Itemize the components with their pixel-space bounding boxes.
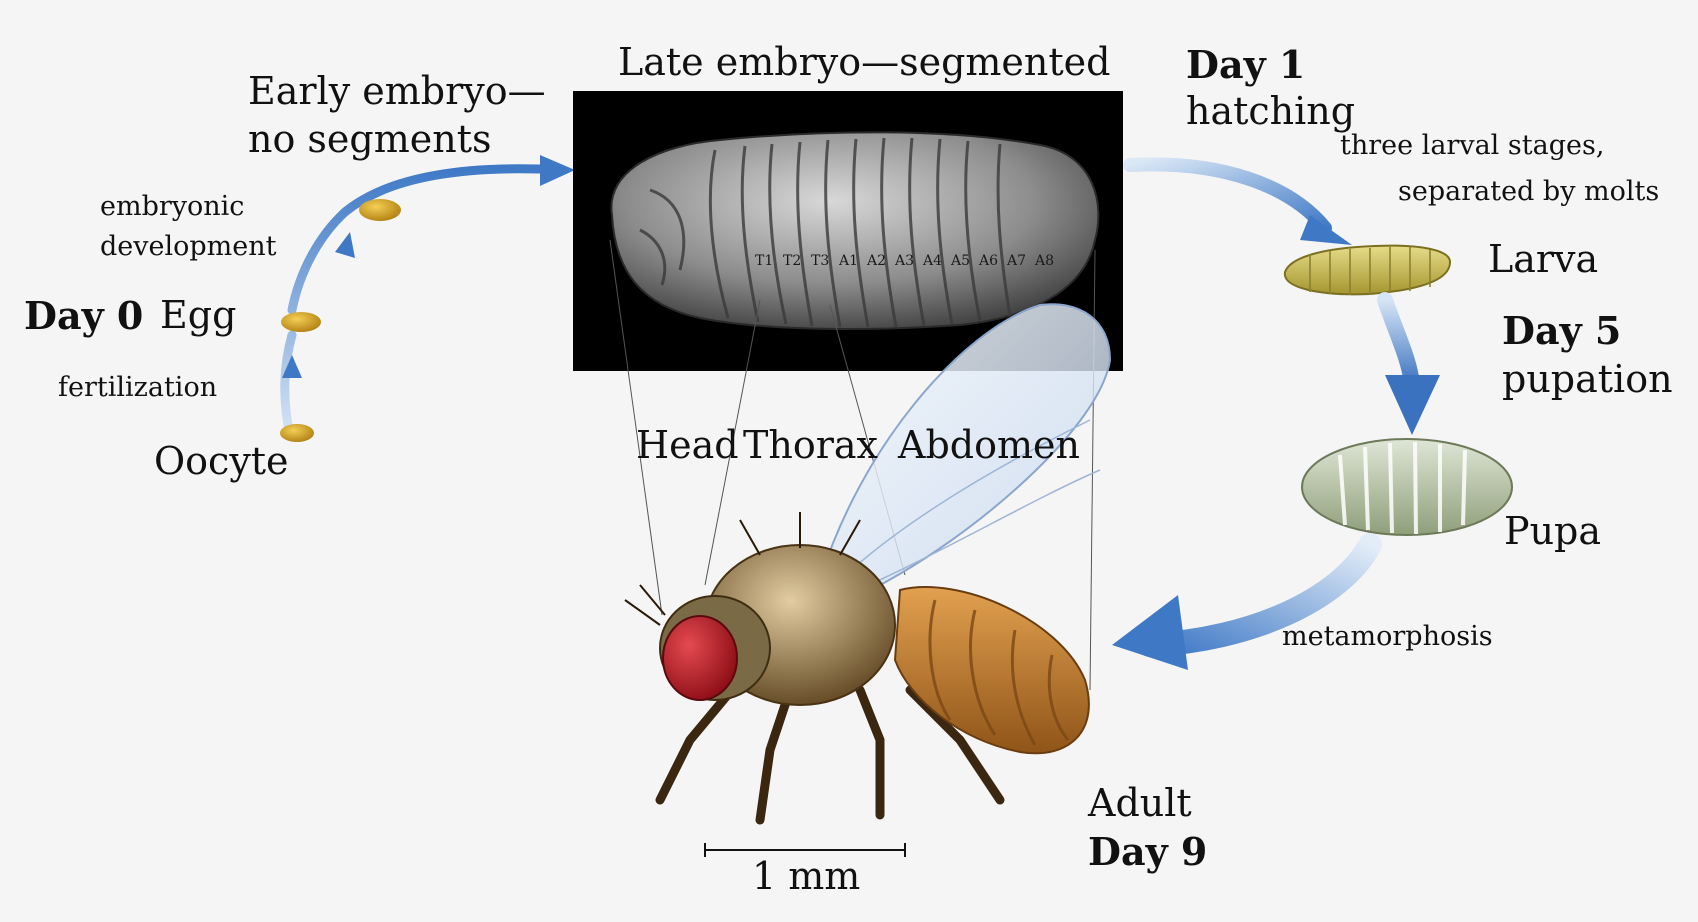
arrowhead-embryo xyxy=(540,155,575,186)
label-head: Head xyxy=(636,426,739,466)
hatching-arrow xyxy=(1130,164,1325,228)
label-day9: Day 9 xyxy=(1088,832,1207,872)
label-fertilization: fertilization xyxy=(58,374,217,402)
embryo-segment-label: A4 xyxy=(923,253,942,269)
adult-fly-icon xyxy=(625,304,1110,820)
label-abdomen: Abdomen xyxy=(898,426,1080,466)
label-metamorphosis: metamorphosis xyxy=(1282,623,1493,651)
label-pupa: Pupa xyxy=(1504,512,1601,552)
embryo-segment-label: A2 xyxy=(867,253,886,269)
embryo-segment-label: A5 xyxy=(951,253,970,269)
label-larval-stages: three larval stages, xyxy=(1340,132,1604,160)
label-pupation: pupation xyxy=(1502,360,1673,400)
label-hatching: hatching xyxy=(1186,92,1355,132)
label-egg: Egg xyxy=(160,296,236,336)
label-early-embryo: Early embryo— xyxy=(248,72,546,112)
arrowhead-egg xyxy=(335,232,355,258)
label-day1: Day 1 xyxy=(1186,45,1305,85)
label-development: development xyxy=(100,233,277,261)
early-embryo-icon xyxy=(359,199,401,221)
label-day5: Day 5 xyxy=(1502,311,1621,351)
label-thorax: Thorax xyxy=(743,426,878,466)
label-oocyte: Oocyte xyxy=(154,442,289,482)
embryo-segment-label: A1 xyxy=(839,253,858,269)
label-embryonic: embryonic xyxy=(100,193,244,221)
embryo-segment-label: A7 xyxy=(1007,253,1026,269)
label-molts: separated by molts xyxy=(1398,178,1659,206)
pupation-arrow xyxy=(1385,300,1412,385)
embryo-segment-label: T1 xyxy=(755,253,773,269)
egg-icon xyxy=(281,312,321,332)
arrowhead-adult xyxy=(1112,595,1188,670)
label-day0: Day 0 xyxy=(24,296,143,336)
embryo-segment-label: A6 xyxy=(979,253,998,269)
label-adult: Adult xyxy=(1088,784,1192,824)
label-larva: Larva xyxy=(1488,240,1598,280)
development-arrow xyxy=(285,169,560,425)
arrowhead-pupa xyxy=(1385,375,1440,435)
embryo-segment-label: T3 xyxy=(811,253,829,269)
embryo-segment-label: A8 xyxy=(1035,253,1054,269)
label-late-embryo: Late embryo—segmented xyxy=(618,43,1110,83)
label-no-segments: no segments xyxy=(248,120,492,160)
embryo-segment-label: A3 xyxy=(895,253,914,269)
embryo-segment-label: T2 xyxy=(783,253,801,269)
fly-eye xyxy=(663,616,737,700)
label-scale: 1 mm xyxy=(752,857,860,897)
pupa-icon xyxy=(1302,439,1512,535)
